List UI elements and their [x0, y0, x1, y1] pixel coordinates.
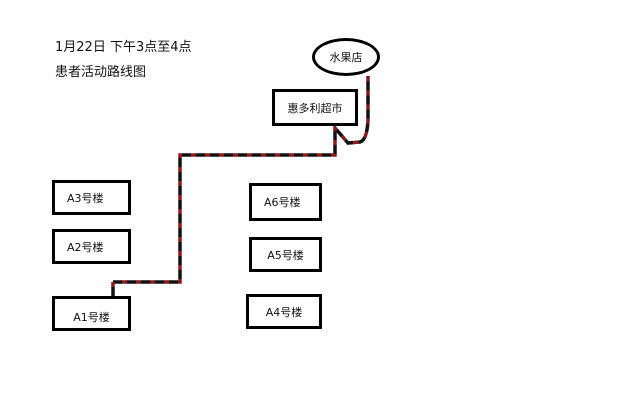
fruit-shop-label: 水果店	[329, 51, 363, 64]
building-a5-node: A5号楼	[249, 237, 322, 272]
building-a4-node: A4号楼	[246, 294, 322, 329]
supermarket-node: 惠多利超市	[272, 89, 358, 126]
building-a3-node: A3号楼	[52, 180, 131, 215]
building-a4-label: A4号楼	[265, 305, 303, 319]
building-a3-label: A3号楼	[67, 191, 104, 205]
building-a1-node: A1号楼	[52, 296, 131, 331]
fruit-shop-node: 水果店	[312, 38, 380, 76]
building-a1-label: A1号楼	[73, 310, 110, 324]
building-a6-node: A6号楼	[249, 183, 322, 221]
building-a5-label: A5号楼	[267, 248, 304, 262]
diagram-title-caption: 患者活动路线图	[55, 65, 147, 80]
building-a6-label: A6号楼	[264, 196, 301, 209]
supermarket-label: 惠多利超市	[287, 101, 343, 115]
building-a2-node: A2号楼	[52, 229, 131, 264]
diagram-title-date: 1月22日 下午3点至4点	[55, 40, 192, 55]
building-a2-label: A2号楼	[67, 240, 104, 254]
